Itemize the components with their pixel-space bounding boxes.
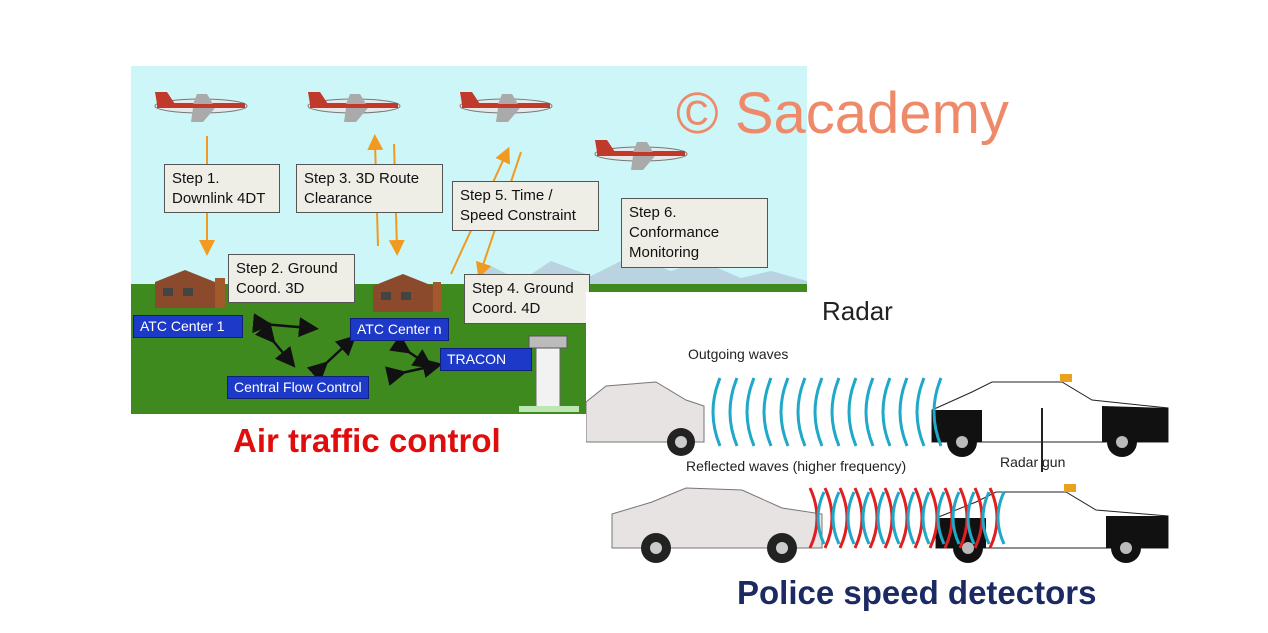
wave-arc-reflected xyxy=(823,487,834,549)
central-flow-control-label: Central Flow Control xyxy=(227,376,369,399)
tracon-label: TRACON xyxy=(440,348,532,371)
wave-arc-outgoing xyxy=(891,491,901,545)
atc-diagram: Step 1. Downlink 4DT Step 2. Ground Coor… xyxy=(131,66,807,414)
wave-arc xyxy=(898,377,909,447)
wave-arc xyxy=(813,377,824,447)
wave-arc-outgoing xyxy=(876,491,886,545)
wave-arc-outgoing xyxy=(861,491,871,545)
airplane-icon xyxy=(594,140,688,170)
building-icon xyxy=(155,270,225,308)
wave-arc-reflected xyxy=(838,487,849,549)
atc-center-n-label: ATC Center n xyxy=(350,318,449,341)
wave-arc-outgoing xyxy=(906,491,916,545)
wave-arc-reflected xyxy=(883,487,894,549)
wave-arc xyxy=(762,377,773,447)
wave-arc xyxy=(932,377,943,447)
police-speed-detectors-caption: Police speed detectors xyxy=(737,574,1097,611)
step-4-box: Step 4. Ground Coord. 4D xyxy=(464,274,590,324)
radar-scene xyxy=(586,374,1169,563)
reflected-waves-label: Reflected waves (higher frequency) xyxy=(686,458,907,474)
car-icon xyxy=(586,381,705,456)
car-icon xyxy=(611,487,823,563)
wave-arc xyxy=(864,377,875,447)
step-5-box: Step 5. Time / Speed Constraint xyxy=(452,181,599,231)
radar-diagram: Radar Outgoing waves Reflected waves (hi… xyxy=(586,292,1268,568)
wave-arc-reflected xyxy=(898,487,909,549)
watermark: © Sacademy xyxy=(676,81,1009,146)
wave-arc xyxy=(711,377,722,447)
wave-arc-outgoing xyxy=(816,491,826,545)
police-car-icon xyxy=(931,374,1169,472)
control-tower-icon xyxy=(519,335,579,412)
black-arrows xyxy=(252,313,443,386)
step-6-box: Step 6. Conformance Monitoring xyxy=(621,198,768,268)
wave-arc-outgoing xyxy=(981,491,991,545)
wave-arc-reflected xyxy=(868,487,879,549)
wave-arc xyxy=(830,377,841,447)
wave-arc-outgoing xyxy=(966,491,976,545)
wave-arc-reflected xyxy=(853,487,864,549)
air-traffic-control-caption: Air traffic control xyxy=(233,422,501,459)
outgoing-waves-label: Outgoing waves xyxy=(688,346,789,362)
airplane-icon xyxy=(307,92,401,122)
wave-arc-outgoing xyxy=(996,491,1006,545)
wave-arc-outgoing xyxy=(921,491,931,545)
wave-arc-outgoing xyxy=(936,491,946,545)
wave-arc xyxy=(915,377,926,447)
building-icon xyxy=(373,274,441,312)
wave-arc xyxy=(745,377,756,447)
radar-title: Radar xyxy=(822,296,893,326)
wave-arc xyxy=(728,377,739,447)
radar-gun-label: Radar gun xyxy=(1000,454,1066,470)
wave-arc xyxy=(881,377,892,447)
airplane-icon xyxy=(154,92,248,122)
step-3-box: Step 3. 3D Route Clearance xyxy=(296,164,443,213)
reflected-waves xyxy=(808,487,1006,549)
outgoing-waves xyxy=(711,377,943,447)
step-2-box: Step 2. Ground Coord. 3D xyxy=(228,254,355,303)
wave-arc-outgoing xyxy=(831,491,841,545)
airplane-icon xyxy=(459,92,553,122)
wave-arc-outgoing xyxy=(951,491,961,545)
step-1-box: Step 1. Downlink 4DT xyxy=(164,164,280,213)
wave-arc xyxy=(796,377,807,447)
wave-arc-reflected xyxy=(913,487,924,549)
atc-center-1-label: ATC Center 1 xyxy=(133,315,243,338)
wave-arc xyxy=(847,377,858,447)
wave-arc-outgoing xyxy=(846,491,856,545)
wave-arc xyxy=(779,377,790,447)
